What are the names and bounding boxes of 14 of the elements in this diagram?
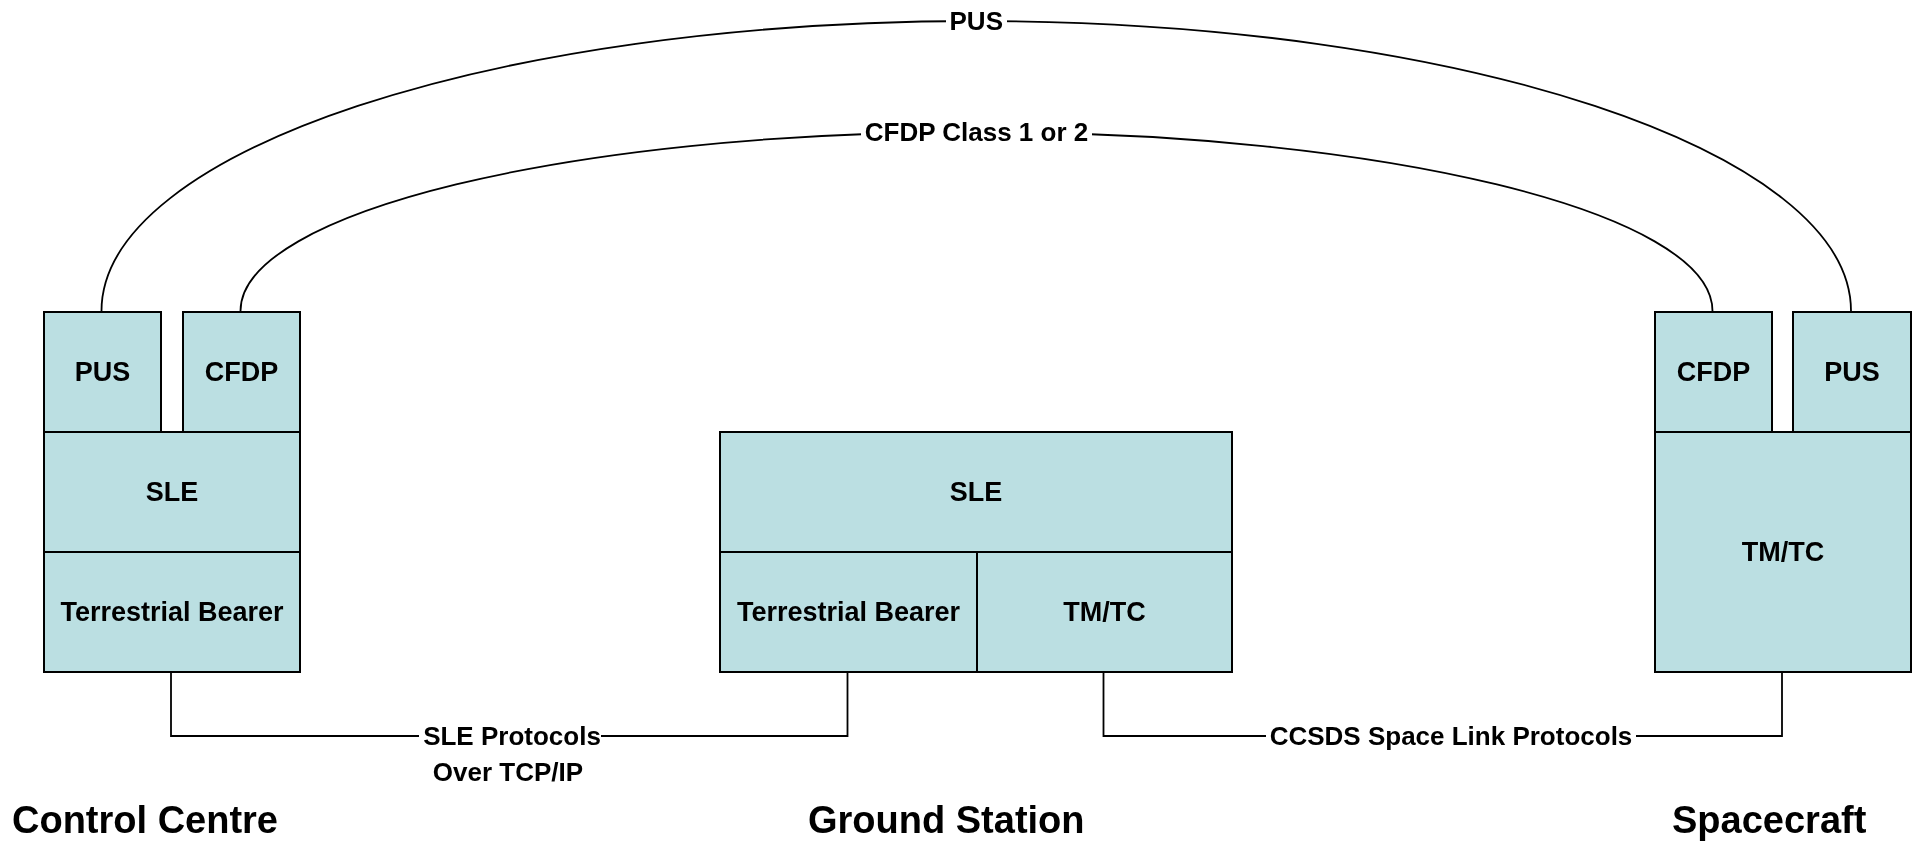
- group-title: Ground Station: [808, 798, 1085, 842]
- layer-box: SLE: [719, 431, 1233, 553]
- group-title: Spacecraft: [1672, 798, 1867, 842]
- layer-box: PUS: [43, 311, 162, 433]
- layer-box: Terrestrial Bearer: [719, 551, 978, 673]
- layer-box: TM/TC: [1654, 431, 1912, 673]
- connector-line: [100, 20, 1852, 312]
- layer-box: Terrestrial Bearer: [43, 551, 301, 673]
- layer-box: SLE: [43, 431, 301, 553]
- layer-box: CFDP: [182, 311, 301, 433]
- layer-box: TM/TC: [976, 551, 1233, 673]
- group-title: Control Centre: [12, 798, 278, 842]
- layer-box: PUS: [1792, 311, 1912, 433]
- layer-box: CFDP: [1654, 311, 1773, 433]
